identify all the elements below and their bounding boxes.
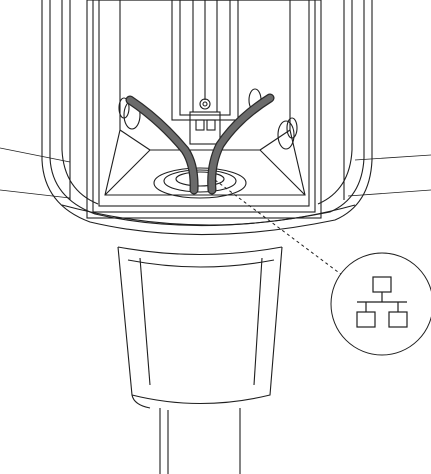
station-head-housing xyxy=(41,0,373,236)
network-topology-icon xyxy=(356,276,408,328)
ground-reference-lines xyxy=(0,147,431,199)
network-cables xyxy=(125,93,275,195)
callout-circle xyxy=(330,252,431,356)
network-connection-callout xyxy=(214,179,431,356)
pedestal-column xyxy=(117,246,283,474)
open-cable-cabinet xyxy=(86,0,322,219)
